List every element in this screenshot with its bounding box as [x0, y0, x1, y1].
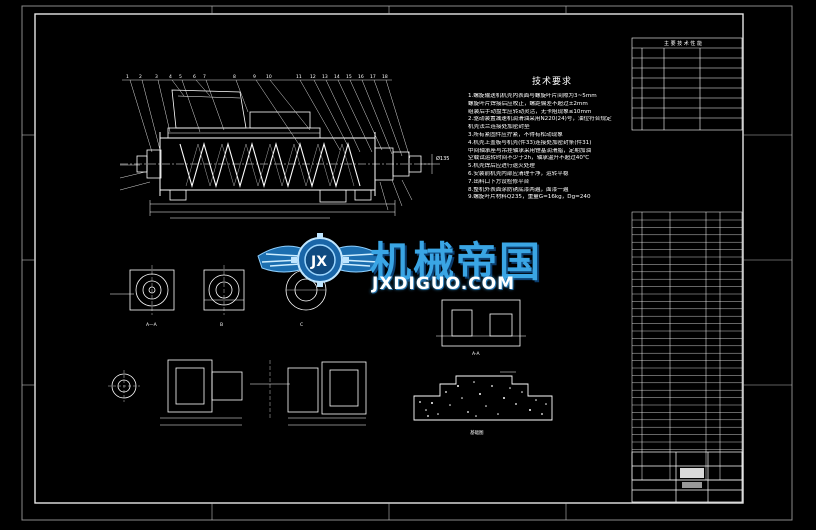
technical-note-line: 7.出料口下方设检修平台 — [468, 178, 530, 185]
title-block — [631, 451, 743, 503]
svg-text:5: 5 — [179, 74, 182, 80]
svg-text:4: 4 — [169, 74, 172, 80]
watermark: 机械帝国 JXDIGUO.COM — [258, 226, 558, 304]
watermark-brand: 机械帝国 — [370, 238, 542, 286]
svg-text:11: 11 — [296, 74, 302, 80]
svg-text:10: 10 — [266, 74, 272, 80]
view-label-2: B — [220, 322, 223, 328]
svg-text:14: 14 — [334, 74, 340, 80]
end-view-middle — [203, 265, 245, 315]
svg-text:6: 6 — [193, 74, 196, 80]
technical-note-line: 6.安装前机壳内部应清理干净，运转平稳 — [468, 170, 569, 177]
technical-note-line: 中间轴承座与吊挂轴承采用锂基润滑脂，定期加油 — [468, 147, 592, 154]
svg-text:13: 13 — [322, 74, 328, 80]
parts-list-rows — [632, 219, 742, 450]
technical-note-line: 2.驱动装置减速机润滑油采用N220(24)号，油位符合规定 — [468, 116, 612, 123]
technical-note-line: 1.螺旋输送机机壳内表面与螺旋叶片间隙为3~5mm — [468, 93, 597, 99]
view-label-3: C — [300, 322, 303, 328]
watermark-url: JXDIGUO.COM — [372, 274, 516, 294]
technical-note-line: 组装后手动盘车应转动灵活，无卡阻现象≤10mm — [468, 108, 592, 115]
tech-parameter-table — [631, 37, 743, 131]
technical-note-line: 螺旋叶片焊接后应校正，螺距偏差不超过±2mm — [468, 100, 588, 107]
technical-note-line: 空载试运转时间不少于2h，轴承温升不超过40℃ — [468, 155, 590, 162]
svg-text:17: 17 — [370, 74, 376, 80]
tech-table-title: 主 要 技 术 性 能 — [664, 40, 702, 47]
technical-note-line: 8.整机外表面涂防锈底漆两遍，面漆一遍 — [468, 186, 569, 193]
technical-note-line: 3.所有紧固件应拧紧，不得有松动现象 — [468, 131, 563, 138]
frame-zone-ticks — [22, 6, 792, 520]
part-leader-lines — [119, 79, 413, 211]
technical-note-line: 机壳法兰连接处加密封垫 — [468, 124, 530, 131]
notes-title: 技术要求 — [531, 77, 572, 87]
section-label: A-A — [472, 351, 481, 357]
end-view-left — [110, 265, 175, 315]
svg-text:2: 2 — [139, 74, 142, 80]
notes-list: 1.螺旋输送机机壳内表面与螺旋叶片间隙为3~5mm 螺旋叶片焊接后应校正，螺距偏… — [468, 93, 636, 202]
svg-text:3: 3 — [155, 74, 158, 80]
support-section — [436, 299, 526, 347]
view-label-1: A—A — [146, 322, 158, 328]
shaft-dim-label: Ø135 — [436, 155, 449, 162]
screw-flight-helix — [179, 141, 361, 189]
foundation-detail — [413, 371, 553, 421]
parts-list-table — [631, 211, 743, 481]
technical-requirements: 技术要求 1.螺旋输送机机壳内表面与螺旋叶片间隙为3~5mm 螺旋叶片焊接后应校… — [468, 74, 636, 202]
svg-text:15: 15 — [346, 74, 352, 80]
svg-text:16: 16 — [358, 74, 364, 80]
svg-text:7: 7 — [203, 74, 206, 80]
screw-flight-helix-back — [185, 143, 355, 187]
svg-text:18: 18 — [382, 74, 388, 80]
svg-text:9: 9 — [253, 74, 256, 80]
screw-conveyor-main-view — [120, 89, 430, 219]
technical-note-line: 9.螺旋叶片材料Q235，重量G=16kg，Dg=240 — [468, 194, 591, 201]
watermark-logo-icon: JX — [257, 233, 383, 287]
svg-text:12: 12 — [310, 74, 316, 80]
drive-detail — [160, 359, 367, 426]
shaft-dimension — [421, 154, 440, 174]
foundation-label: 基础图 — [470, 429, 484, 436]
outer-sheet-border — [21, 5, 793, 521]
flange-detail — [108, 370, 140, 402]
svg-text:1: 1 — [126, 74, 129, 80]
technical-note-line: 4.机壳上盖板与机壳(件33)连接处加密封条(件31) — [468, 139, 592, 146]
logo-letters: JX — [310, 254, 327, 270]
svg-text:8: 8 — [233, 74, 236, 80]
technical-note-line: 5.机壳焊后应进行退火处理 — [468, 163, 535, 170]
